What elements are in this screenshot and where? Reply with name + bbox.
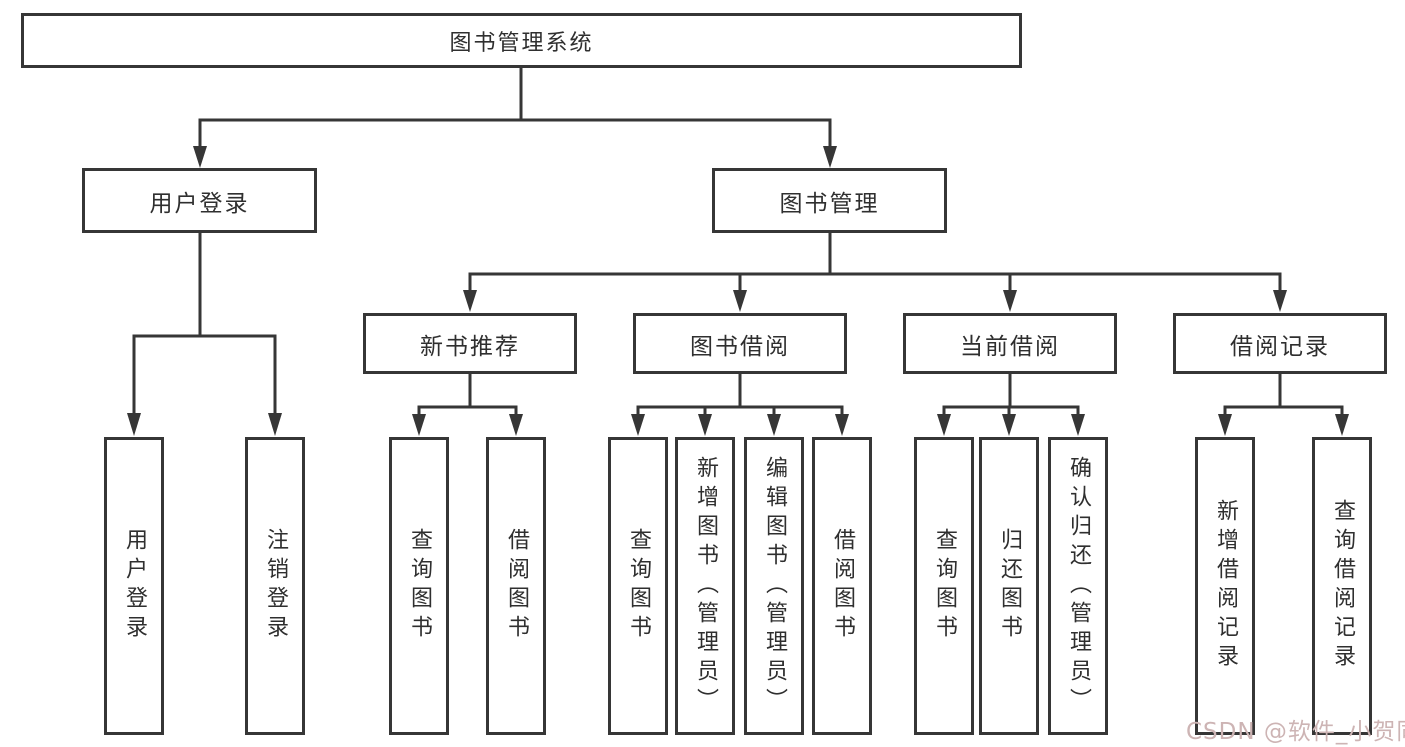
node-book-borrow-label: 图书借阅 — [690, 333, 790, 360]
node-user-login-label: 用户登录 — [149, 190, 250, 217]
leaf-label: 借阅图书 — [504, 528, 529, 644]
node-borrow-record-label: 借阅记录 — [1230, 333, 1330, 360]
node-root: 图书管理系统 — [21, 13, 1022, 68]
node-book-management: 图书管理 — [712, 168, 947, 233]
leaf-edit-book-admin: 编辑图书（管理员） — [744, 437, 804, 735]
leaf-logout: 注销登录 — [245, 437, 305, 735]
leaf-label: 编辑图书（管理员） — [762, 455, 787, 717]
leaf-label: 查询图书 — [932, 528, 957, 644]
leaf-label: 查询图书 — [407, 528, 432, 644]
leaf-return-book: 归还图书 — [979, 437, 1039, 735]
watermark: CSDN @软件_小贺同学 — [1186, 719, 1405, 745]
node-root-label: 图书管理系统 — [449, 30, 594, 56]
node-book-borrow: 图书借阅 — [633, 313, 847, 374]
node-new-book-recommend-label: 新书推荐 — [420, 333, 520, 360]
node-borrow-record: 借阅记录 — [1173, 313, 1387, 374]
leaf-user-login: 用户登录 — [104, 437, 164, 735]
leaf-label: 查询借阅记录 — [1330, 499, 1355, 673]
leaf-query-book-current: 查询图书 — [914, 437, 974, 735]
node-book-management-label: 图书管理 — [779, 190, 880, 217]
leaf-label: 新增借阅记录 — [1213, 499, 1238, 673]
leaf-label: 归还图书 — [997, 528, 1022, 644]
leaf-label: 新增图书（管理员） — [693, 455, 718, 717]
leaf-borrow-book-recommend: 借阅图书 — [486, 437, 546, 735]
leaf-query-borrow-record: 查询借阅记录 — [1312, 437, 1372, 735]
node-new-book-recommend: 新书推荐 — [363, 313, 577, 374]
leaf-label: 查询图书 — [626, 528, 651, 644]
arrowheads — [127, 146, 1349, 436]
leaf-confirm-return-admin: 确认归还（管理员） — [1048, 437, 1108, 735]
leaf-add-book-admin: 新增图书（管理员） — [675, 437, 735, 735]
node-current-borrow: 当前借阅 — [903, 313, 1117, 374]
leaf-label: 借阅图书 — [830, 528, 855, 644]
leaf-label: 注销登录 — [263, 528, 288, 644]
leaf-borrow-book: 借阅图书 — [812, 437, 872, 735]
leaf-label: 用户登录 — [122, 528, 147, 644]
leaf-add-borrow-record: 新增借阅记录 — [1195, 437, 1255, 735]
leaf-label: 确认归还（管理员） — [1066, 455, 1091, 717]
node-current-borrow-label: 当前借阅 — [960, 333, 1060, 360]
leaf-query-book-borrow: 查询图书 — [608, 437, 668, 735]
leaf-query-book-recommend: 查询图书 — [389, 437, 449, 735]
node-user-login: 用户登录 — [82, 168, 317, 233]
